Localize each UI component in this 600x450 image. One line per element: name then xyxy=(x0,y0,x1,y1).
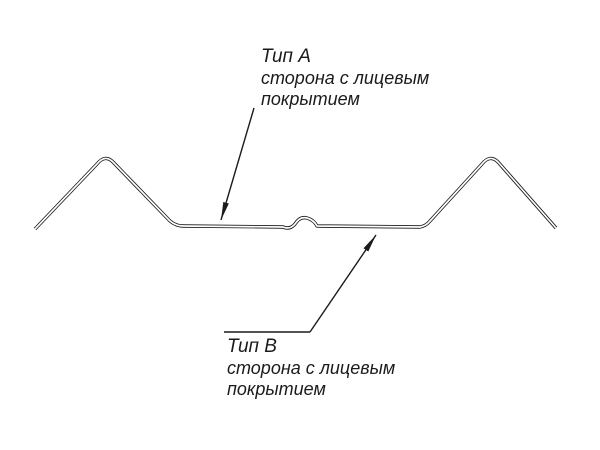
label-type-b-line1: сторона с лицевым xyxy=(227,358,396,378)
callout-type-a: Тип А сторона с лицевым покрытием xyxy=(261,46,429,110)
label-type-a-line2: покрытием xyxy=(261,89,360,109)
sheet-profile-cross-section xyxy=(33,156,558,231)
callout-type-b: Тип В сторона с лицевым покрытием xyxy=(227,336,395,400)
label-type-b-title: Тип В xyxy=(227,336,277,357)
label-type-a-line1: сторона с лицевым xyxy=(261,68,430,88)
label-type-b-line2: покрытием xyxy=(227,379,326,399)
leader-type-a xyxy=(220,107,255,221)
leader-type-b xyxy=(224,234,377,333)
label-type-a-title: Тип А xyxy=(261,46,311,67)
